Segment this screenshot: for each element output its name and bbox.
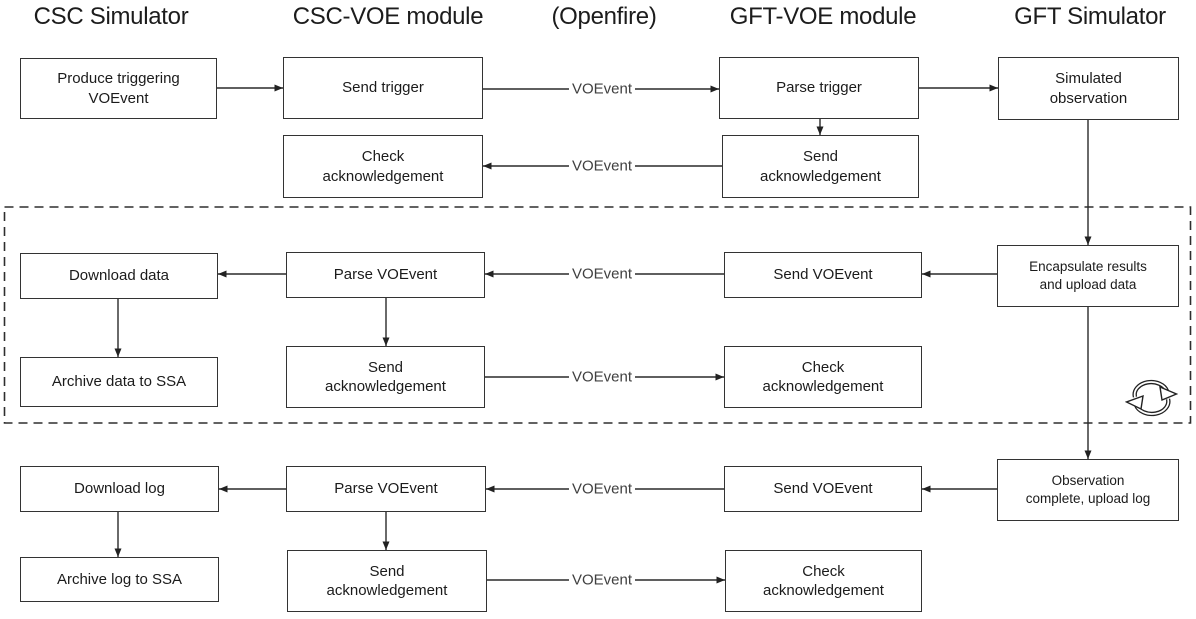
node-send-acknowledgement-csc-log: Send acknowledgement <box>287 550 487 612</box>
edge-label-voevent: VOEvent <box>568 265 636 283</box>
sync-loop-icon <box>1125 379 1178 417</box>
node-label: Send acknowledgement <box>326 562 448 600</box>
node-send-acknowledgement-gft-trigger: Send acknowledgement <box>722 135 919 198</box>
column-header-openfire: (Openfire) <box>551 3 657 30</box>
edge-label-voevent: VOEvent <box>568 157 636 175</box>
node-check-acknowledgement-csc-trigger: Check acknowledgement <box>283 135 483 198</box>
node-observation-complete: Observation complete, upload log <box>997 459 1179 521</box>
node-label: Check acknowledgement <box>762 358 884 396</box>
node-parse-voevent-data: Parse VOEvent <box>286 252 485 298</box>
column-header-csc-voe-module: CSC-VOE module <box>292 3 484 30</box>
node-label: Send acknowledgement <box>325 358 446 396</box>
edge-label-voevent: VOEvent <box>568 480 636 498</box>
node-parse-voevent-log: Parse VOEvent <box>286 466 486 512</box>
node-download-data: Download data <box>20 253 218 299</box>
node-send-trigger: Send trigger <box>283 57 483 119</box>
edge-label-voevent: VOEvent <box>568 80 636 98</box>
node-label: Parse VOEvent <box>333 266 438 284</box>
node-send-voevent-log: Send VOEvent <box>724 466 922 512</box>
node-label: Send acknowledgement <box>760 148 881 185</box>
node-archive-data-to-ssa: Archive data to SSA <box>20 357 218 407</box>
node-label: Send VOEvent <box>773 266 873 284</box>
node-send-acknowledgement-csc-data: Send acknowledgement <box>286 346 485 408</box>
node-label: Check acknowledgement <box>322 148 444 185</box>
node-label: Simulated observation <box>1049 70 1128 107</box>
node-label: Send VOEvent <box>773 480 873 498</box>
node-archive-log-to-ssa: Archive log to SSA <box>20 557 219 602</box>
node-send-voevent-data: Send VOEvent <box>724 252 922 298</box>
node-label: Check acknowledgement <box>763 562 884 600</box>
column-header-gft-simulator: GFT Simulator <box>1014 3 1166 30</box>
column-header-gft-voe-module: GFT-VOE module <box>729 3 917 30</box>
node-label: Encapsulate results and upload data <box>1029 259 1147 292</box>
node-label: Observation complete, upload log <box>1025 473 1151 506</box>
node-parse-trigger: Parse trigger <box>719 57 919 119</box>
edge-label-voevent: VOEvent <box>568 368 636 386</box>
node-label: Archive data to SSA <box>51 373 187 391</box>
node-label: Parse VOEvent <box>334 480 438 498</box>
column-header-csc-simulator: CSC Simulator <box>33 3 189 30</box>
node-produce-triggering-voevent: Produce triggering VOEvent <box>20 58 217 119</box>
node-label: Parse trigger <box>776 79 862 97</box>
node-label: Download data <box>68 267 170 285</box>
node-check-acknowledgement-gft-data: Check acknowledgement <box>724 346 922 408</box>
edge-label-voevent: VOEvent <box>568 571 636 589</box>
node-label: Send trigger <box>342 79 424 97</box>
node-label: Download log <box>74 480 165 498</box>
node-simulated-observation: Simulated observation <box>998 57 1179 120</box>
node-encapsulate-results: Encapsulate results and upload data <box>997 245 1179 307</box>
node-label: Archive log to SSA <box>56 570 183 588</box>
node-check-acknowledgement-gft-log: Check acknowledgement <box>725 550 922 612</box>
node-download-log: Download log <box>20 466 219 512</box>
node-label: Produce triggering VOEvent <box>57 70 180 107</box>
